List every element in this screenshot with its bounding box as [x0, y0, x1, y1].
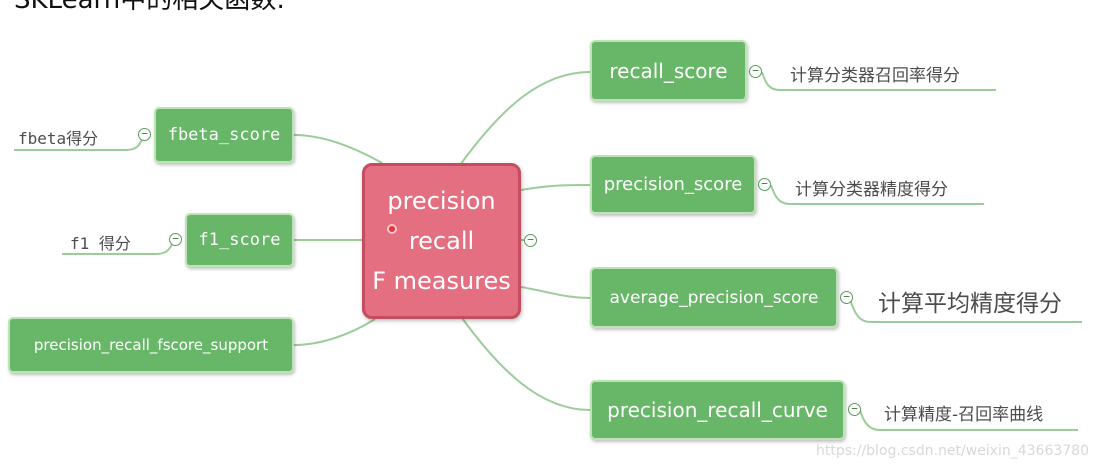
central-topic-line-1: precision [387, 187, 496, 215]
central-topic-line-2: recall [408, 227, 475, 255]
node-recall-score-label: recall_score [609, 58, 728, 83]
node-f1-score-label: f1_score [198, 230, 281, 250]
underline-recall-score [761, 71, 996, 91]
precision-recall-curve-description: 计算精度-召回率曲线 [884, 405, 1044, 425]
connector-average-precision-score [520, 286, 591, 299]
node-fbeta-score[interactable]: fbeta_score [154, 107, 294, 163]
node-average-precision-score-label: average_precision_score [609, 287, 819, 308]
f1-score-description: f1 得分 [70, 234, 131, 253]
connector-precision-recall-fscore-support [293, 318, 376, 346]
node-f1-score[interactable]: f1_score [185, 213, 294, 267]
node-average-precision-score[interactable]: average_precision_score [590, 267, 838, 328]
node-precision-score-label: precision_score [603, 174, 743, 195]
recall-score-description: 计算分类器召回率得分 [790, 66, 960, 86]
connector-fbeta-score [293, 134, 383, 164]
connector-precision-recall-curve [461, 317, 591, 411]
precision-score-collapse-toggle-icon[interactable]: − [758, 178, 771, 191]
precision-score-description: 计算分类器精度得分 [795, 180, 948, 200]
f1-score-collapse-toggle-icon[interactable]: − [169, 233, 182, 246]
node-precision-score[interactable]: precision_score [590, 155, 756, 214]
center-collapse-toggle-icon[interactable]: − [524, 234, 537, 247]
fbeta-score-description: fbeta得分 [18, 129, 99, 148]
central-topic-node[interactable]: precision recall F measures [362, 163, 521, 319]
underline-precision-score [770, 184, 984, 205]
average-precision-score-description: 计算平均精度得分 [878, 291, 1062, 317]
node-precision-recall-curve-label: precision_recall_curve [607, 398, 828, 422]
node-fbeta-score-label: fbeta_score [167, 125, 281, 145]
page-heading: SKLearn中的相关函数: [14, 0, 285, 15]
central-topic-line-3: F measures [372, 267, 511, 295]
cursor-dot-icon [387, 224, 397, 234]
node-precision-recall-fscore-support-label: precision_recall_fscore_support [33, 336, 269, 354]
precision-recall-curve-collapse-toggle-icon[interactable]: − [848, 403, 861, 416]
average-precision-score-collapse-toggle-icon[interactable]: − [840, 291, 853, 304]
node-recall-score[interactable]: recall_score [590, 40, 747, 101]
underline-average-precision-score [849, 297, 1082, 323]
connector-precision-score [520, 184, 591, 191]
watermark: https://blog.csdn.net/weixin_43663780 [815, 443, 1089, 459]
node-precision-recall-curve[interactable]: precision_recall_curve [590, 380, 845, 440]
recall-score-collapse-toggle-icon[interactable]: − [749, 65, 762, 78]
underline-precision-recall-curve [859, 409, 1078, 431]
node-precision-recall-fscore-support[interactable]: precision_recall_fscore_support [8, 317, 294, 373]
connector-recall-score [459, 71, 591, 166]
fbeta-score-collapse-toggle-icon[interactable]: − [138, 128, 151, 141]
